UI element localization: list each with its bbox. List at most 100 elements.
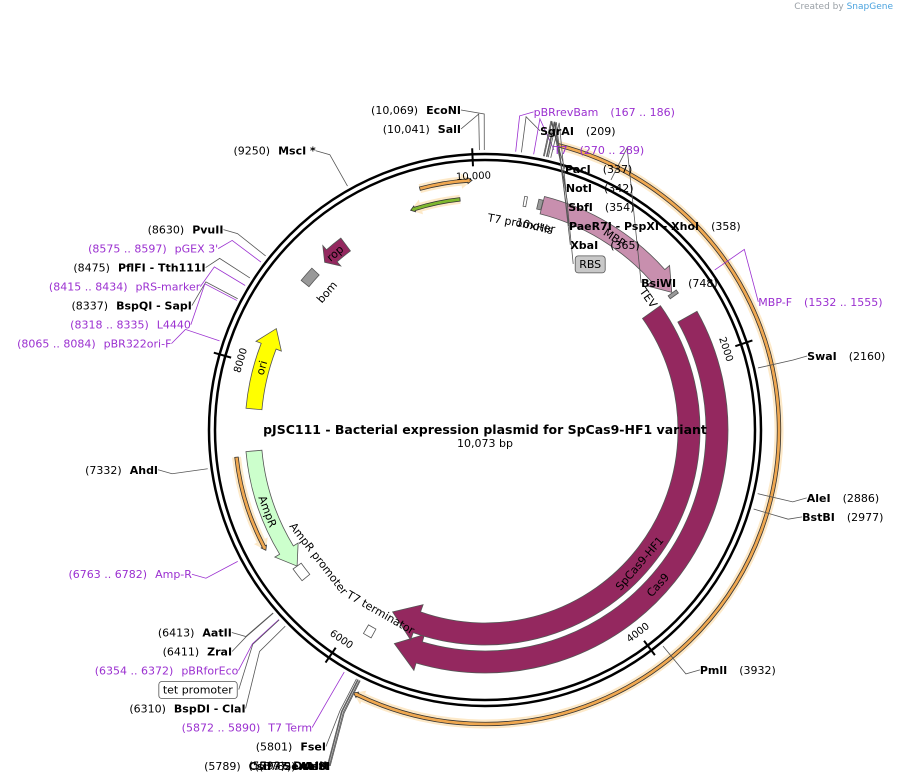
primer-label-pbrforeco: (6354 .. 6372)pBRforEco: [95, 665, 239, 678]
feature-spcas9-hf1: [391, 305, 701, 646]
enzyme-label-paer7i-pspxi-xhoi: PaeR7I - PspXI - XhoI(358): [569, 220, 741, 233]
feature-bom: [300, 267, 320, 288]
enzyme-label-xbai: XbaI(365): [570, 239, 639, 252]
feature-label-ori: ori: [254, 359, 270, 376]
leader-bspdi-clai: [245, 625, 286, 709]
leader-xbai: [547, 122, 571, 245]
enzyme-label-pvuii: (8630)PvuII: [148, 224, 224, 237]
leader-pbrforeco: [238, 619, 280, 671]
leader-l4440: [190, 283, 237, 325]
backbone-outer-strand: [207, 152, 763, 708]
leader-csii-sexai: [327, 679, 359, 767]
tick-label-10000: 10,000: [456, 170, 491, 183]
tick-10000: [471, 148, 474, 167]
leader-pbrrevbam: [515, 111, 534, 152]
snapgene-brand: Created by SnapGene: [794, 2, 893, 12]
leader-draiii: [326, 679, 359, 766]
leader-bsiwi: [610, 146, 642, 283]
enzyme-label-noti: NotI(342): [566, 182, 634, 195]
plasmid-size: 10,073 bp: [457, 437, 513, 450]
feature-t7-promoter: [522, 195, 528, 208]
box-tet-promoter: [158, 681, 238, 699]
enzyme-label-paci: PacI(337): [565, 163, 632, 176]
leader-msci: [315, 150, 348, 187]
leader-paci: [543, 120, 566, 170]
enzyme-label-sgrai: SgrAI(209): [540, 125, 615, 138]
enzyme-label-bstbi: BstBI(2977): [802, 511, 883, 524]
enzyme-label-draiii: (5793)DraIII: [249, 760, 328, 773]
enzyme-label-econi: (10,069)EcoNI: [371, 104, 461, 117]
leader-t7-term: [311, 671, 345, 728]
enzyme-label-pflfi-tth111i: (8475)PflFI - Tth111I: [73, 262, 205, 275]
enzyme-label-sali: (10,041)SalI: [383, 123, 461, 136]
tick-2000: [735, 339, 753, 348]
enzyme-label-msci: (9250)MscI *: [234, 145, 317, 158]
primer-label-pbrrevbam: pBRrevBam(167 .. 186): [534, 106, 675, 119]
created-by-text: Created by: [794, 2, 844, 12]
primer-label-amp-r: (6763 .. 6782)Amp-R: [69, 568, 193, 581]
box-label-rbs: RBS: [579, 258, 601, 271]
leader-bstbi: [753, 508, 803, 520]
feature-t7-terminator: [362, 624, 377, 639]
feature-tev-site: [667, 289, 679, 300]
leader-rbs: [550, 122, 574, 264]
leader-sali: [460, 113, 480, 151]
feature-ampr: [245, 449, 299, 567]
leader-pflfi-tth111i: [205, 257, 251, 279]
enzyme-label-zrai: (6411)ZraI: [163, 646, 233, 659]
leader-pvuii: [223, 229, 266, 257]
leader-t7: [533, 117, 555, 155]
tick-label-6000: 6000: [327, 628, 354, 651]
orf-arrow-0: [409, 197, 461, 213]
label-layer: pBRrevBam(167 .. 186) SgrAI(209) T7(270 ..…: [17, 104, 885, 773]
leader-mbp-f: [714, 248, 759, 303]
enzyme-label-bsiwi: BsiWI(748): [641, 277, 718, 290]
leader-pbr322ori-f: [171, 328, 220, 344]
enzyme-label-ahdi: (7332)AhdI: [85, 464, 158, 477]
tick-label-8000: 8000: [232, 347, 250, 374]
primer-label-pbr322ori-f: (8065 .. 8084)pBR322ori-F: [17, 338, 171, 351]
feature-mbp: [539, 195, 673, 293]
tick-label-2000: 2000: [716, 336, 735, 364]
feature-10xhis: [536, 198, 544, 211]
orf-layer: [232, 140, 784, 729]
snapgene-logo: SnapGene: [847, 2, 893, 12]
primer-label-prs-marker: (8415 .. 8434)pRS-marker: [49, 281, 201, 294]
leader-pgex-3: [217, 239, 262, 263]
leader-aatii: [231, 612, 274, 637]
leader-econi: [460, 109, 485, 151]
tick-4000: [643, 640, 656, 656]
enzyme-label-bspdi-clai: (6310)BspDI - ClaI: [129, 703, 245, 716]
feature-ori: [245, 327, 282, 411]
enzyme-label-pmli: PmlI(3932): [700, 664, 776, 677]
plasmid-title: pJSC111 - Bacterial expression plasmid f…: [263, 422, 707, 437]
leader-alei: [757, 493, 807, 503]
tick-8000: [213, 351, 232, 359]
leader-zrai: [231, 612, 274, 652]
enzyme-label-alei: AleI(2886): [807, 492, 879, 505]
leader-pmli: [662, 645, 700, 675]
backbone-inner-strand: [213, 158, 757, 702]
enzyme-label-asisi: (5777)AsiSI: [255, 760, 330, 773]
orf-arrow-3: [234, 456, 267, 551]
primer-label-pgex-3: (8575 .. 8597)pGEX 3': [88, 243, 218, 256]
box-label-tet-promoter: tet promoter: [163, 684, 233, 697]
primer-label-l4440: (8318 .. 8335)L4440: [70, 319, 191, 332]
feature-rop: [322, 237, 352, 267]
enzyme-label-csii-sexai: (5789)CsiI - SexAI *: [204, 760, 328, 773]
leader-swai: [757, 355, 808, 369]
orf-arrow-2: [352, 142, 782, 727]
enzyme-label-aatii: (6413)AatII: [158, 627, 232, 640]
label-lines: [157, 109, 808, 767]
primer-label-t7: T7(270 .. 289): [553, 144, 644, 157]
enzyme-label-asci: (5782)AscI: [259, 760, 329, 773]
orf-arrow-1: [418, 176, 473, 191]
leader-prs-marker: [199, 266, 246, 287]
leader-sbfi: [545, 121, 569, 207]
enzyme-label-bspqi-sapi: (8337)BspQI - SapI: [72, 300, 192, 313]
leader-tet-promoter: [238, 619, 280, 690]
primer-label-t7-term: (5872 .. 5890)T7 Term: [182, 722, 312, 735]
tick-6000: [324, 647, 337, 664]
leader-asci: [328, 680, 360, 767]
